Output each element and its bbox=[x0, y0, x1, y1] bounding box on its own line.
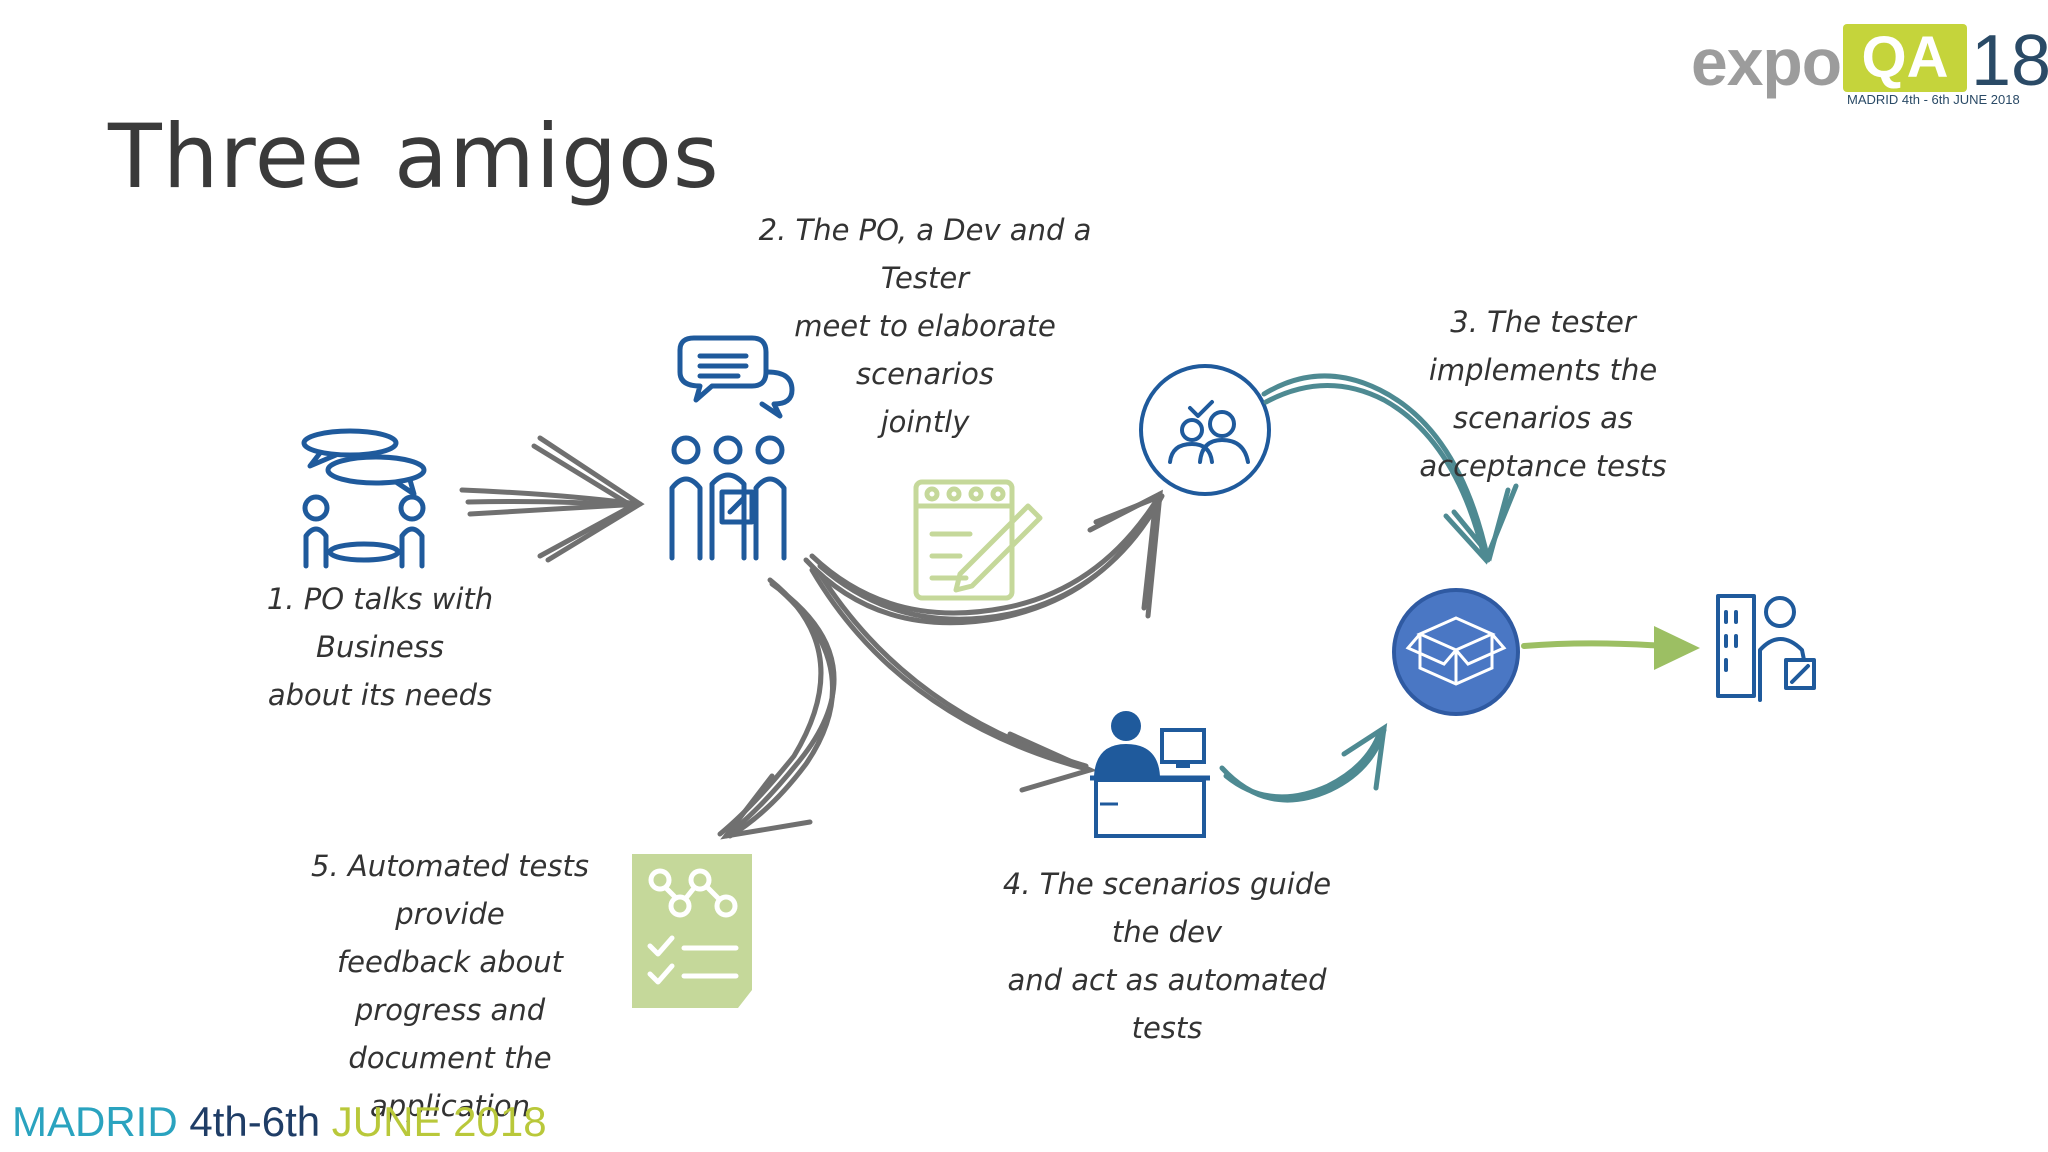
caption-step2-line1: 2. The PO, a Dev and a Tester bbox=[758, 213, 1092, 295]
arrow-step3-to-product bbox=[1261, 373, 1519, 565]
arrow-step2-to-step4 bbox=[809, 567, 1098, 793]
caption-step3-line1: 3. The tester implements the bbox=[1428, 305, 1658, 387]
logo-badge: QA bbox=[1843, 24, 1967, 92]
caption-step4: 4. The scenarios guide the dev and act a… bbox=[982, 860, 1352, 1052]
caption-step1-line2: about its needs bbox=[267, 678, 493, 712]
caption-step5: 5. Automated tests provide feedback abou… bbox=[280, 842, 620, 1130]
caption-step4-line2: and act as automated tests bbox=[1007, 963, 1327, 1045]
arrow-step4-to-product bbox=[1219, 722, 1388, 803]
arrow-step2-to-step5 bbox=[717, 577, 837, 840]
developer-desk-icon bbox=[1090, 711, 1210, 838]
caption-step2: 2. The PO, a Dev and a Tester meet to el… bbox=[740, 206, 1110, 446]
arrow-step2-to-step3 bbox=[803, 489, 1165, 626]
logo-number: 18 bbox=[1971, 21, 2048, 101]
caption-step2-line2: meet to elaborate scenarios bbox=[794, 309, 1056, 391]
footer-month-year: JUNE 2018 bbox=[331, 1098, 547, 1145]
caption-step2-line3: jointly bbox=[880, 405, 970, 439]
caption-step4-line1: 4. The scenarios guide the dev bbox=[1002, 867, 1332, 949]
caption-step1: 1. PO talks with Business about its need… bbox=[230, 575, 530, 719]
customer-building-icon bbox=[1716, 594, 1816, 702]
arrow-product-to-customer-head bbox=[1654, 626, 1700, 670]
three-people-chat-icon bbox=[669, 335, 795, 561]
caption-step1-line1: 1. PO talks with Business bbox=[266, 582, 494, 664]
team-check-icon bbox=[1139, 364, 1271, 496]
business-meeting-icon bbox=[301, 428, 427, 569]
caption-step3: 3. The tester implements the scenarios a… bbox=[1368, 298, 1718, 490]
caption-step3-line2: scenarios as acceptance tests bbox=[1419, 401, 1667, 483]
footer-city: MADRID bbox=[12, 1098, 178, 1145]
caption-step5-line2: feedback about progress and bbox=[336, 945, 564, 1027]
report-checklist-icon bbox=[632, 854, 752, 1008]
footer-dates: 4th-6th bbox=[189, 1098, 321, 1145]
slide-title: Three amigos bbox=[108, 105, 720, 208]
expoqa-logo: expo QA 18 MADRID 4th - 6th JUNE 2018 bbox=[1685, 20, 2048, 120]
arrow-step1-to-step2 bbox=[459, 435, 645, 563]
logo-word: expo bbox=[1691, 25, 1842, 99]
caption-step5-line3: document the application bbox=[348, 1041, 552, 1123]
caption-step5-line1: 5. Automated tests provide bbox=[311, 849, 589, 931]
event-footer: MADRID 4th-6th JUNE 2018 bbox=[12, 1098, 547, 1146]
logo-subtitle: MADRID 4th - 6th JUNE 2018 bbox=[1847, 92, 2020, 107]
product-box-icon bbox=[1392, 588, 1520, 716]
notepad-pencil-icon bbox=[913, 479, 1043, 601]
